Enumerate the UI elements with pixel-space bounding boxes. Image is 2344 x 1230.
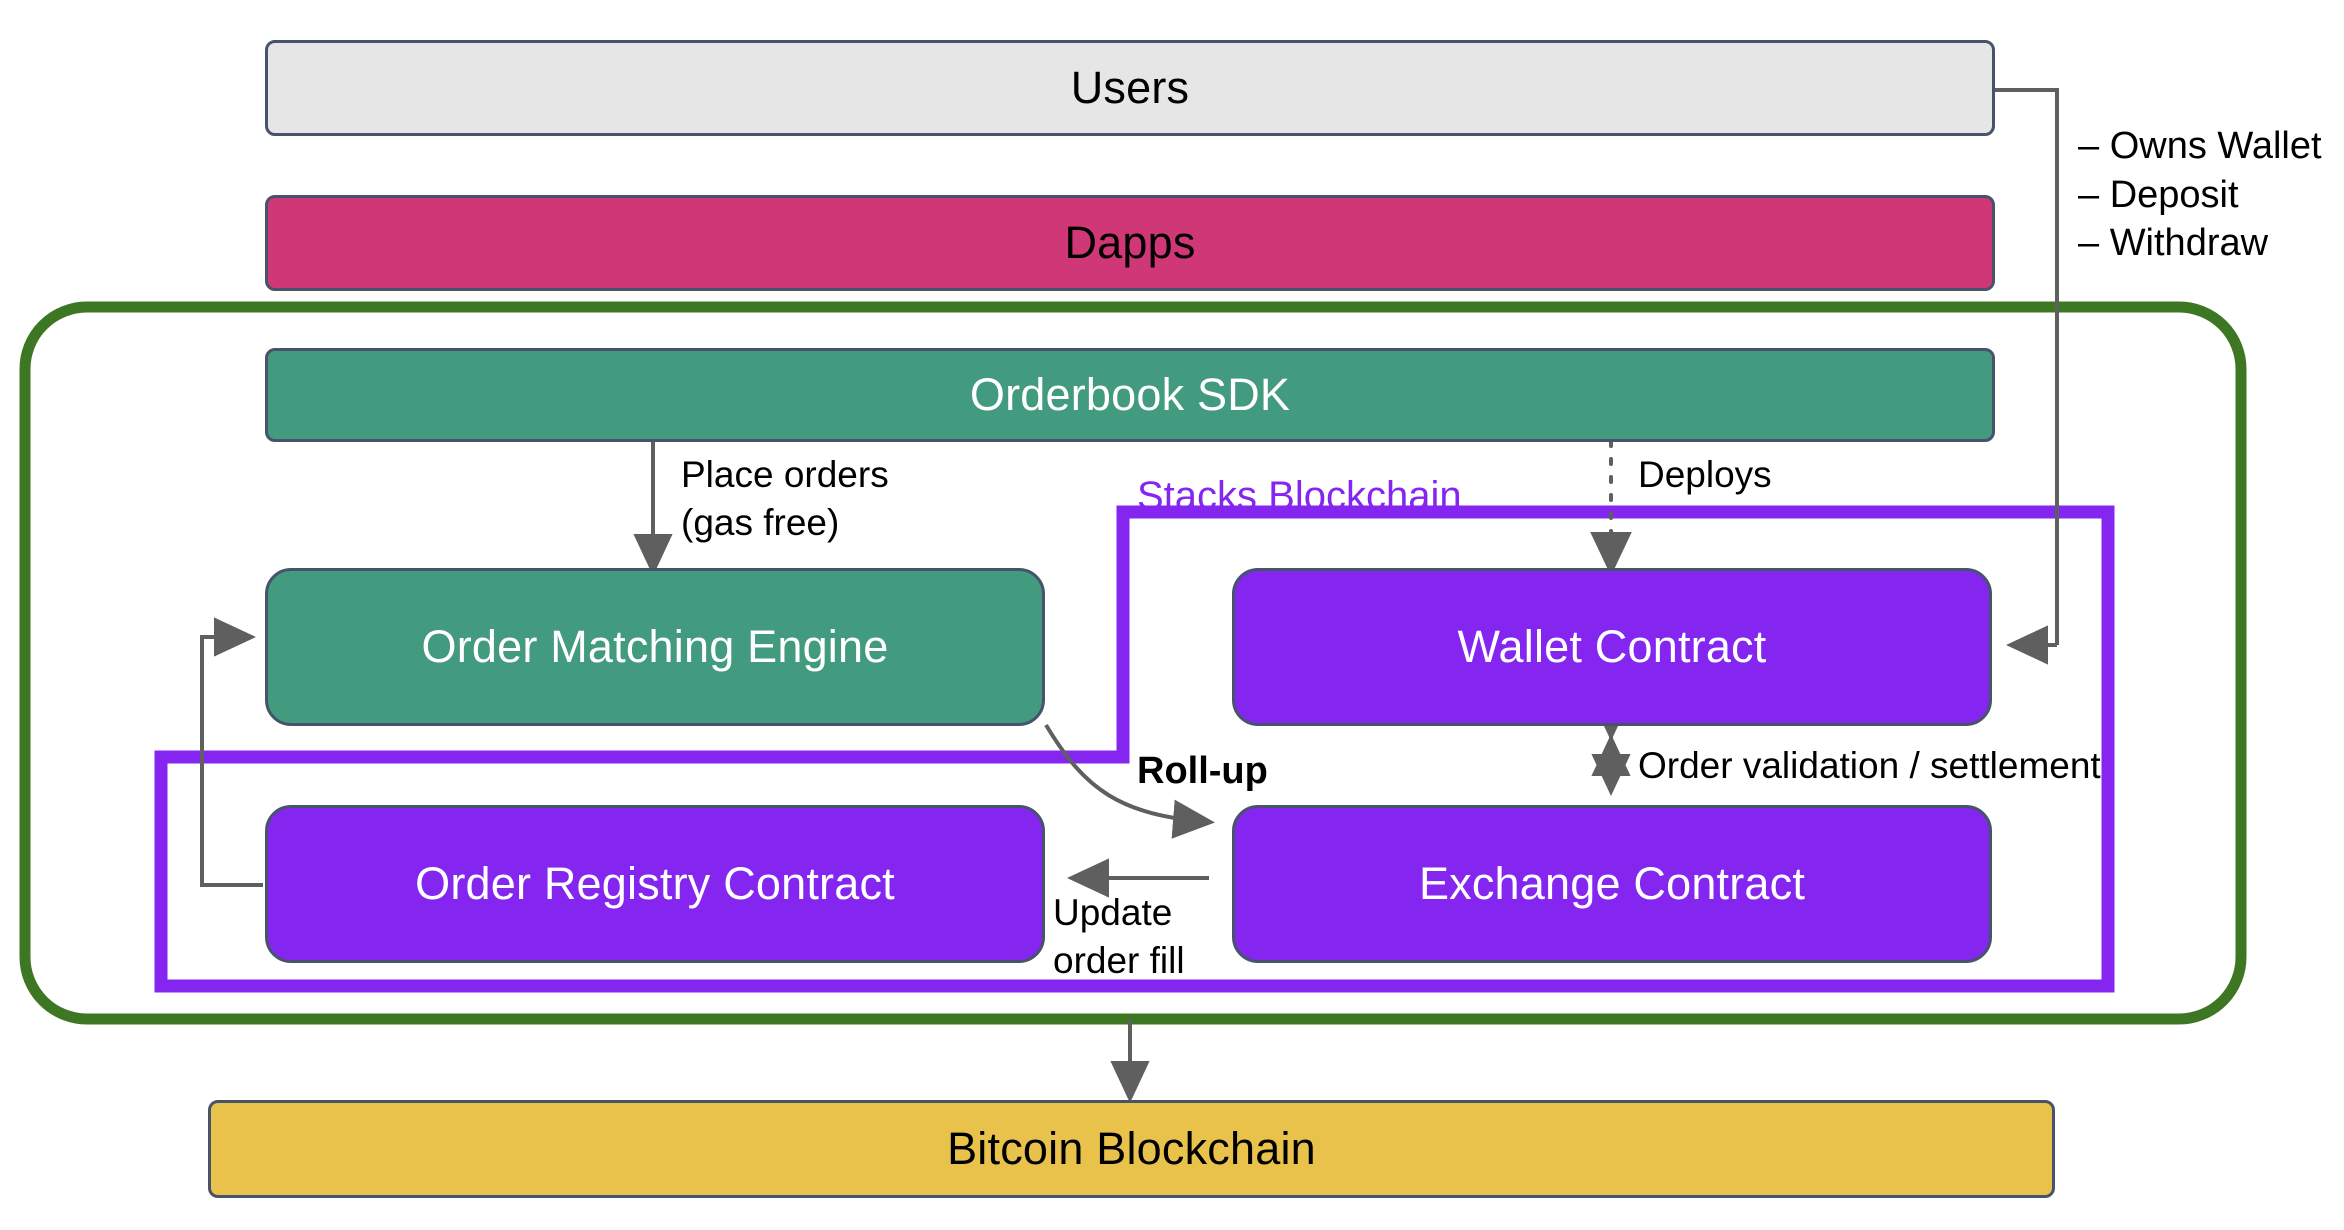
node-orderbook-sdk[interactable]: Orderbook SDK bbox=[265, 348, 1995, 442]
node-dapps-label: Dapps bbox=[1064, 217, 1196, 269]
node-order-registry-contract-label: Order Registry Contract bbox=[415, 858, 895, 910]
node-bitcoin-blockchain-label: Bitcoin Blockchain bbox=[947, 1123, 1316, 1175]
node-dapps[interactable]: Dapps bbox=[265, 195, 1995, 291]
node-users-label: Users bbox=[1070, 62, 1190, 114]
user-action-item: – Owns Wallet bbox=[2078, 125, 2322, 167]
edge-label-place-orders-line1: Place orders bbox=[681, 454, 889, 495]
edge-label-order-validation: Order validation / settlement bbox=[1638, 745, 2101, 786]
edge-label-place-orders-line2: (gas free) bbox=[681, 502, 840, 543]
edge-registry-to-matching-engine bbox=[200, 617, 263, 887]
edge-label-rollup: Roll-up bbox=[1137, 750, 1268, 792]
edge-label-update-order-fill-line2: order fill bbox=[1053, 940, 1185, 981]
edge-users-to-wallet-contract bbox=[1995, 88, 2059, 645]
user-actions-list: – Owns Wallet – Deposit – Withdraw bbox=[2078, 122, 2322, 268]
user-action-item: – Withdraw bbox=[2078, 222, 2269, 265]
node-order-matching-engine-label: Order Matching Engine bbox=[421, 621, 889, 673]
node-bitcoin-blockchain[interactable]: Bitcoin Blockchain bbox=[208, 1100, 2055, 1198]
node-order-registry-contract[interactable]: Order Registry Contract bbox=[265, 805, 1045, 963]
node-exchange-contract[interactable]: Exchange Contract bbox=[1232, 805, 1992, 963]
node-users[interactable]: Users bbox=[265, 40, 1995, 136]
node-order-matching-engine[interactable]: Order Matching Engine bbox=[265, 568, 1045, 726]
edge-label-deploys: Deploys bbox=[1638, 454, 1772, 495]
node-orderbook-sdk-label: Orderbook SDK bbox=[969, 369, 1291, 421]
node-exchange-contract-label: Exchange Contract bbox=[1418, 858, 1806, 910]
edge-label-update-order-fill-line1: Update bbox=[1053, 892, 1173, 933]
node-wallet-contract[interactable]: Wallet Contract bbox=[1232, 568, 1992, 726]
group-stacks-blockchain-title: Stacks Blockchain bbox=[1137, 474, 1462, 518]
node-wallet-contract-label: Wallet Contract bbox=[1457, 621, 1767, 673]
user-action-item: – Deposit bbox=[2078, 173, 2239, 216]
